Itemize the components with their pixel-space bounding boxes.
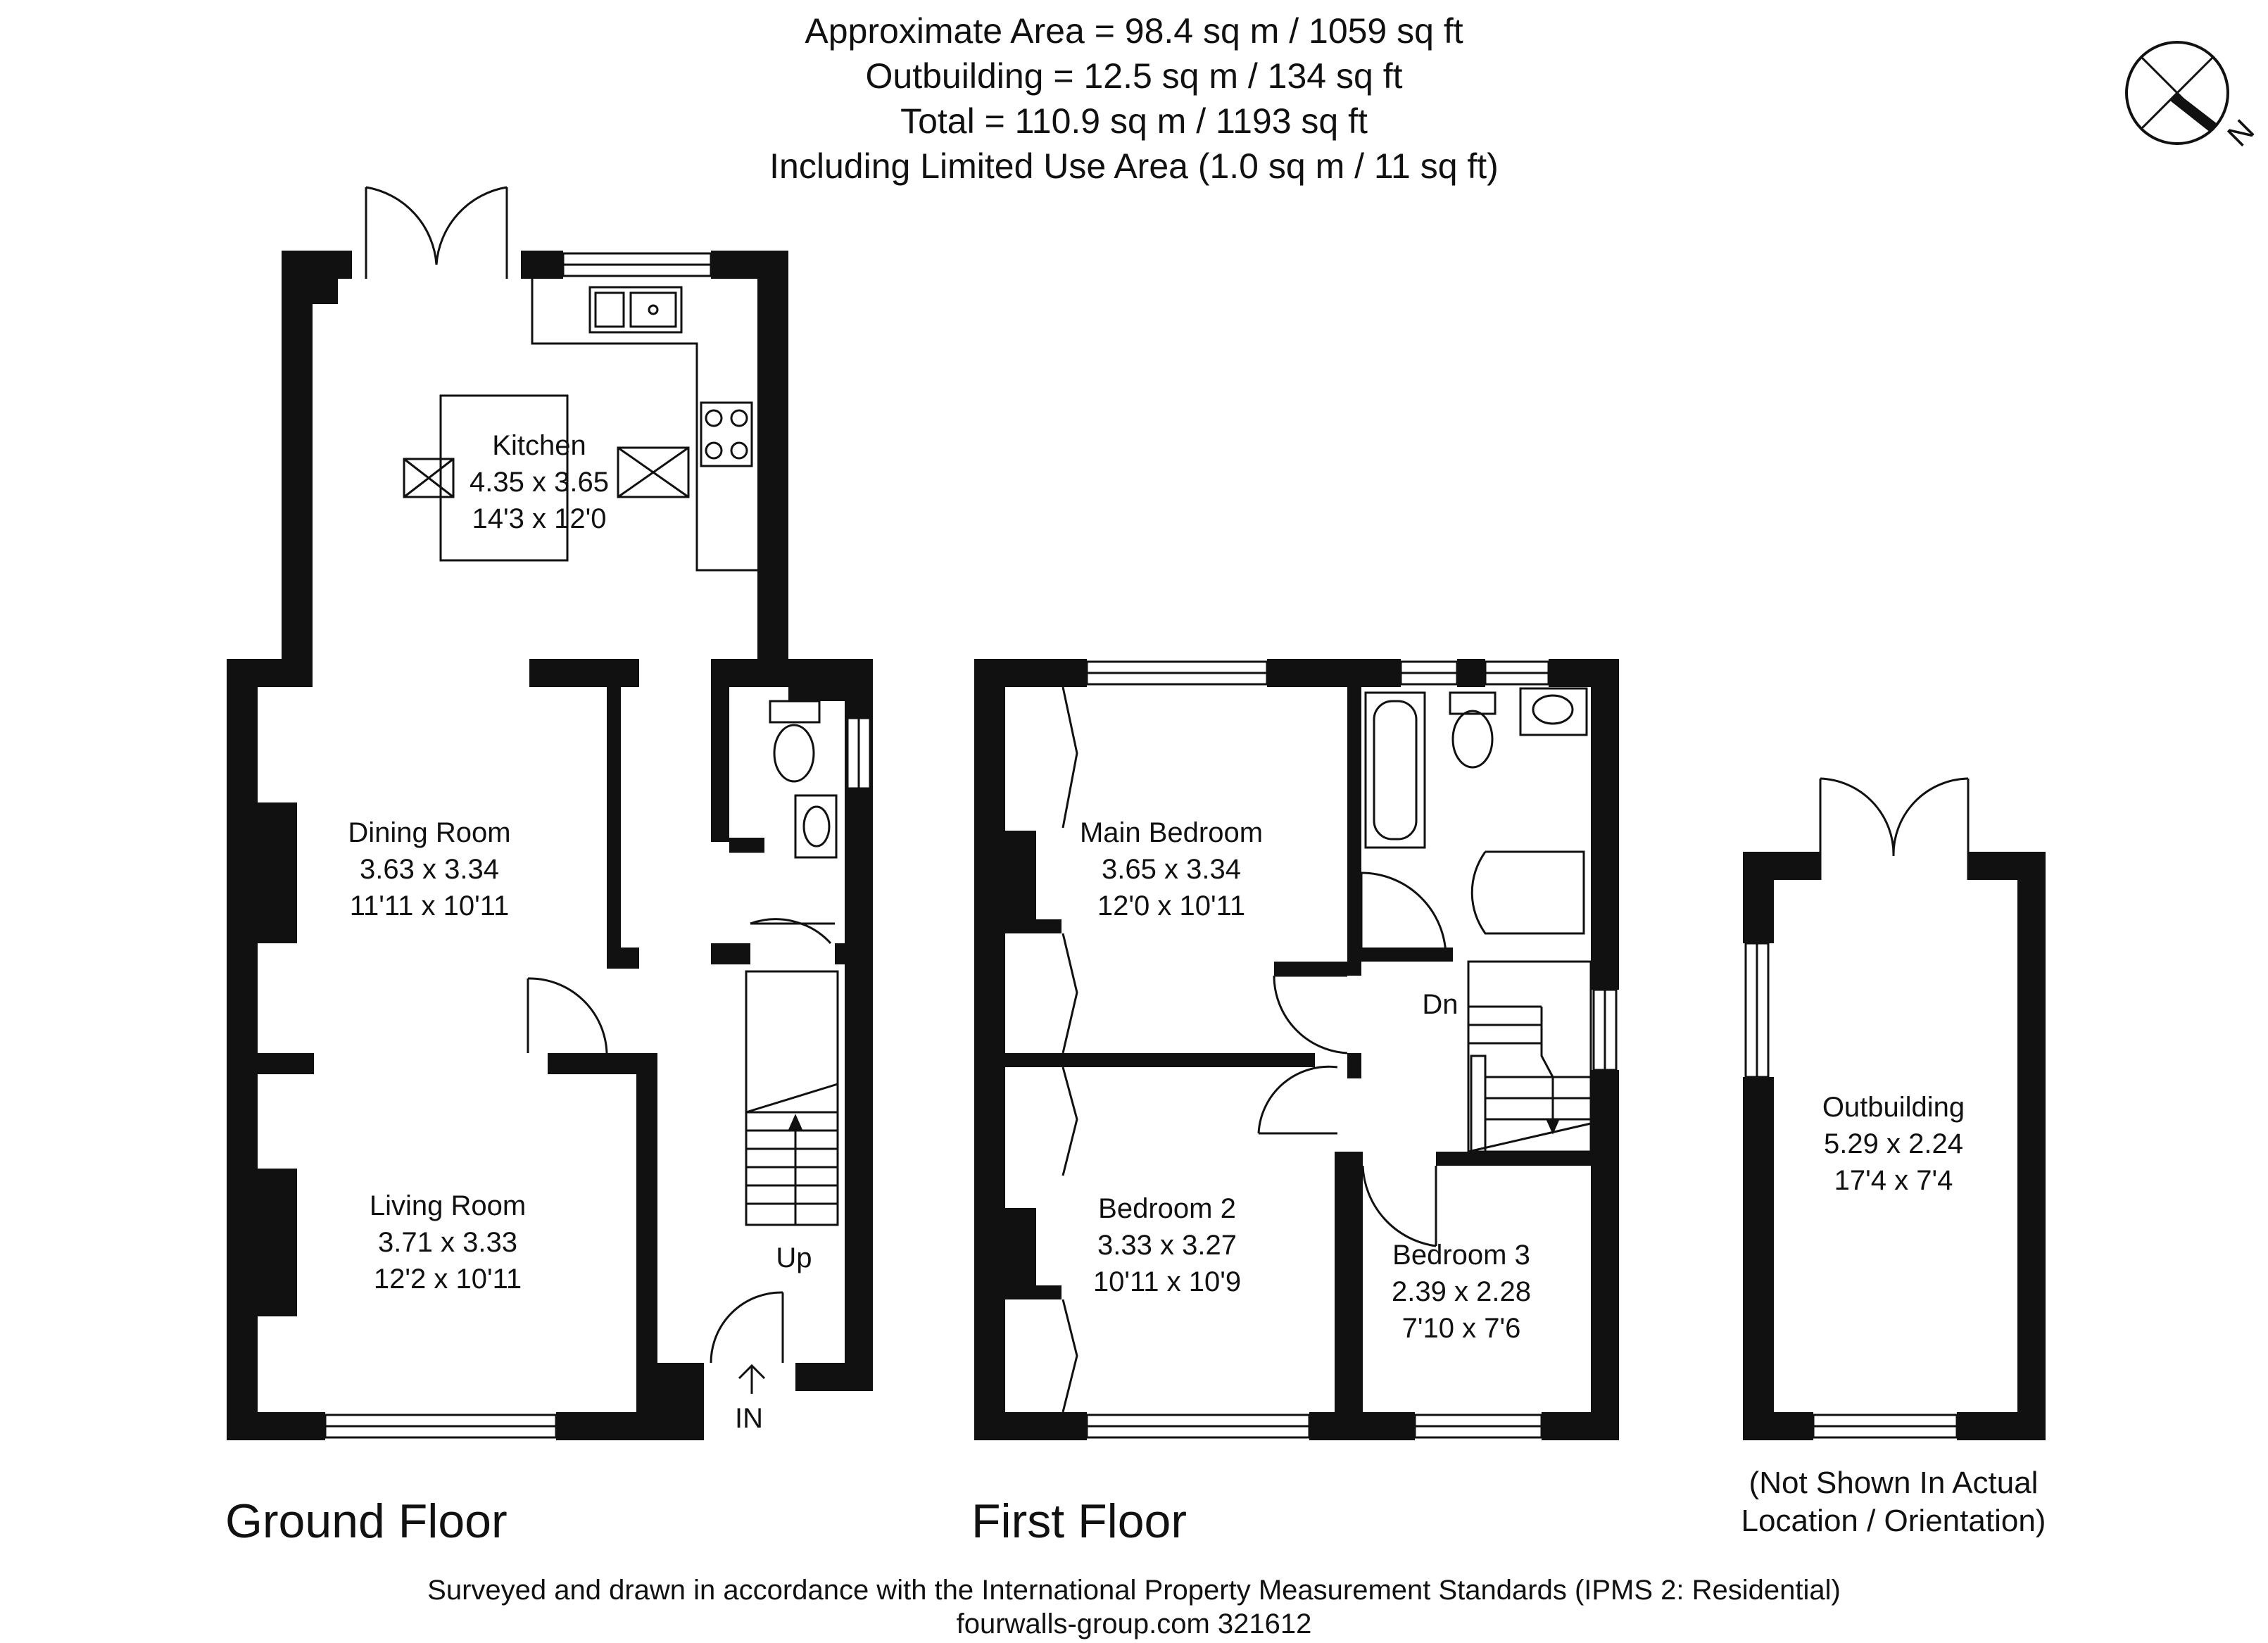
ground-floor-doors <box>527 850 835 1364</box>
toilet-icon <box>773 724 815 783</box>
area-limited-use: Including Limited Use Area (1.0 sq m / 1… <box>769 146 1499 186</box>
dining-room-imperial: 11'11 x 10'11 <box>350 890 510 921</box>
rooflight-icon <box>403 458 455 498</box>
main-bedroom-imperial: 12'0 x 10'11 <box>1097 890 1245 921</box>
dining-room-name: Dining Room <box>348 817 510 848</box>
surveyor-reference: fourwalls-group.com 321612 <box>956 1609 1312 1639</box>
first-floor-plan: Main Bedroom 3.65 x 3.34 12'0 x 10'11 Be… <box>974 659 1619 1440</box>
stairs-up-label: Up <box>776 1242 812 1273</box>
living-room-metric: 3.71 x 3.33 <box>378 1227 517 1258</box>
dining-room-metric: 3.63 x 3.34 <box>360 854 499 885</box>
toilet-cistern-icon <box>1449 691 1497 715</box>
main-bedroom-name: Main Bedroom <box>1080 817 1263 848</box>
bedroom-2-imperial: 10'11 x 10'9 <box>1093 1266 1241 1297</box>
basin-icon <box>794 794 838 859</box>
bedroom-2-name: Bedroom 2 <box>1098 1193 1236 1224</box>
north-arrow-icon: N <box>2125 41 2261 153</box>
outbuilding-french-doors <box>1819 777 1970 880</box>
outbuilding-note: (Not Shown In Actual Location / Orientat… <box>1689 1464 2098 1540</box>
bedroom-3-imperial: 7'10 x 7'6 <box>1402 1313 1521 1344</box>
living-room-name: Living Room <box>370 1190 526 1221</box>
ipms-statement: Surveyed and drawn in accordance with th… <box>427 1575 1841 1606</box>
kitchen-island <box>439 394 569 562</box>
outbuilding-windows <box>1744 942 1958 1439</box>
wardrobes <box>1061 686 1078 1413</box>
sink-icon <box>588 286 683 334</box>
outbuilding-name: Outbuilding <box>1822 1092 1965 1123</box>
bath-icon <box>1364 691 1426 849</box>
outbuilding-plan: Outbuilding 5.29 x 2.24 17'4 x 7'4 <box>1743 777 2046 1440</box>
stairs-down-label: Dn <box>1422 989 1458 1020</box>
outbuilding-note-line1: (Not Shown In Actual <box>1749 1466 2039 1500</box>
ground-floor-windows <box>324 252 871 1439</box>
area-total: Total = 110.9 sq m / 1193 sq ft <box>900 101 1368 141</box>
kitchen-units <box>403 279 757 572</box>
north-label: N <box>2221 113 2261 153</box>
hob-icon <box>700 401 753 467</box>
living-room-imperial: 12'2 x 10'11 <box>374 1264 522 1295</box>
toilet-cistern-icon <box>769 700 821 724</box>
ground-floor-stairs <box>738 970 839 1394</box>
kitchen-french-doors <box>365 186 508 279</box>
bedroom-3-name: Bedroom 3 <box>1392 1240 1530 1271</box>
shower-icon <box>1470 850 1585 935</box>
wc-fittings <box>769 700 838 859</box>
kitchen-imperial: 14'3 x 12'0 <box>472 503 607 534</box>
bedroom-2-metric: 3.33 x 3.27 <box>1097 1230 1237 1261</box>
ground-floor-walls <box>227 251 873 1440</box>
first-floor-walls <box>974 659 1619 1440</box>
kitchen-metric: 4.35 x 3.65 <box>470 467 609 498</box>
first-floor-doors <box>1257 871 1447 1247</box>
outbuilding-walls <box>1743 852 2046 1440</box>
basin-icon <box>1519 687 1588 736</box>
first-floor-windows <box>1085 660 1618 1439</box>
bedroom-3-metric: 2.39 x 2.28 <box>1392 1276 1531 1307</box>
rooflight-icon <box>617 446 690 498</box>
toilet-icon <box>1451 710 1494 769</box>
outbuilding-metric: 5.29 x 2.24 <box>1824 1128 1963 1159</box>
outbuilding-note-line2: Location / Orientation) <box>1741 1504 2046 1538</box>
entrance-label: IN <box>735 1403 763 1434</box>
ground-floor-label: Ground Floor <box>225 1494 508 1548</box>
first-floor-label: First Floor <box>971 1494 1187 1548</box>
area-outbuilding: Outbuilding = 12.5 sq m / 134 sq ft <box>865 56 1403 96</box>
outbuilding-imperial: 17'4 x 7'4 <box>1834 1165 1953 1196</box>
main-bedroom-metric: 3.65 x 3.34 <box>1102 854 1241 885</box>
area-approximate: Approximate Area = 98.4 sq m / 1059 sq f… <box>805 11 1463 51</box>
first-floor-stairs <box>1467 960 1592 1153</box>
bathroom-fittings <box>1364 687 1588 935</box>
ground-floor-plan: Kitchen 4.35 x 3.65 14'3 x 12'0 Dining R… <box>227 186 873 1440</box>
kitchen-name: Kitchen <box>492 430 586 461</box>
